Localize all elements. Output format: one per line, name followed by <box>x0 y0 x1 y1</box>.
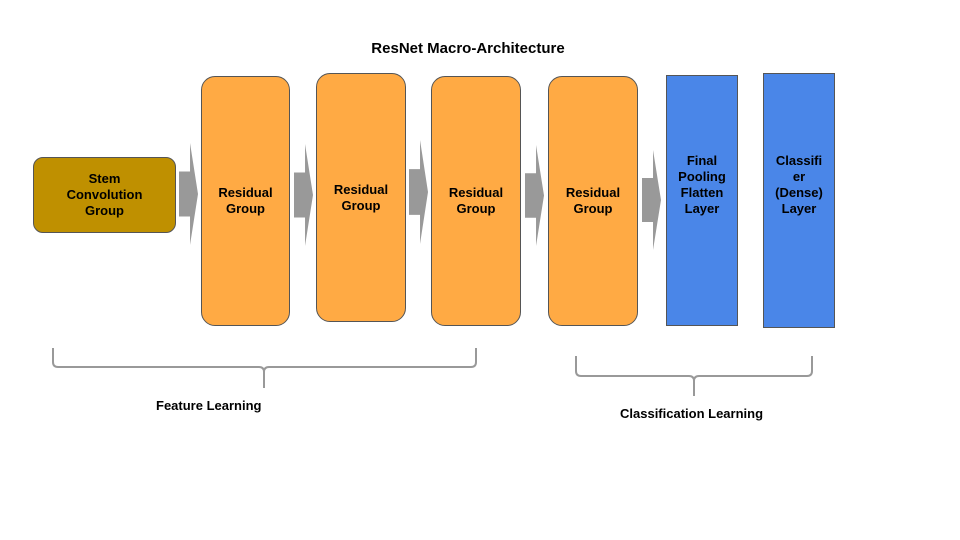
flow-arrow <box>642 150 661 250</box>
block-label-line: Classifi <box>775 152 823 168</box>
residual-group-block-2: Residual Group <box>316 73 406 322</box>
residual-group-block-4: Residual Group <box>548 76 638 326</box>
block-label-line: Pooling <box>678 168 726 184</box>
feature-learning-brace <box>52 348 477 388</box>
block-label-line: Group <box>456 201 496 216</box>
stem-convolution-group-block: Stem Convolution Group <box>33 157 176 233</box>
block-label-line: Layer <box>684 200 720 216</box>
block-label-line: Layer <box>781 200 817 216</box>
flow-arrow <box>294 144 313 246</box>
block-label-line: Residual <box>448 185 504 200</box>
block-label-line: er <box>792 168 806 184</box>
flow-arrow <box>179 143 198 245</box>
residual-group-block-1: Residual Group <box>201 76 290 326</box>
block-label-line: Group <box>84 203 124 218</box>
block-label-line: Group <box>573 201 613 216</box>
block-label-line: Convolution <box>66 187 143 202</box>
block-label-line: Residual <box>565 185 621 200</box>
block-label-line: (Dense) <box>775 184 823 200</box>
final-pooling-flatten-layer-block: Final Pooling Flatten Layer <box>666 75 738 326</box>
residual-group-block-3: Residual Group <box>431 76 521 326</box>
diagram-title: ResNet Macro-Architecture <box>371 40 565 57</box>
flow-arrow <box>409 140 428 244</box>
block-label-line: Stem <box>88 171 121 186</box>
block-label-line: Final <box>686 152 718 168</box>
classifier-dense-layer-block: Classifi er (Dense) Layer <box>763 73 835 328</box>
feature-learning-label: Feature Learning <box>156 398 262 413</box>
classification-learning-label: Classification Learning <box>620 406 764 421</box>
block-label-line: Residual <box>333 181 389 197</box>
block-label-line: Group <box>226 201 265 216</box>
classification-learning-brace <box>575 356 813 396</box>
block-label-line: Group <box>341 197 381 213</box>
block-label-line: Flatten <box>680 184 724 200</box>
flow-arrow <box>525 145 544 246</box>
block-label-line: Residual <box>218 185 273 200</box>
